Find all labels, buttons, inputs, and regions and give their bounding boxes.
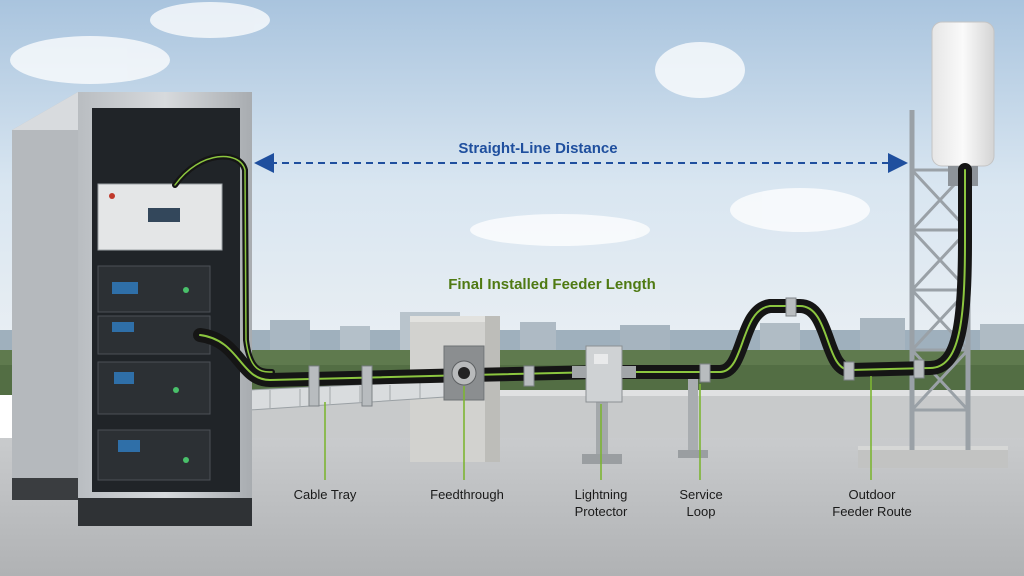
cable-tray-label: Cable Tray [294, 486, 357, 503]
equipment-cabinet [12, 92, 252, 526]
cable-tray-text: Cable Tray [293, 487, 357, 502]
lightning-protector-line2: Protector [574, 504, 628, 519]
mast-base [858, 446, 1008, 468]
feedthrough-text: Feedthrough [430, 487, 504, 502]
lightning-protector-label: Lightning Protector [575, 486, 628, 520]
feedthrough-label: Feedthrough [430, 486, 504, 503]
straight-line-distance-label: Straight-Line Distance [458, 140, 618, 157]
final-feeder-length-label: Final Installed Feeder Length [448, 276, 656, 293]
lightning-protector-stand [582, 400, 622, 464]
outdoor-feeder-route-line1: Outdoor [848, 487, 896, 502]
service-loop-line1: Service [679, 487, 723, 502]
antenna-icon [931, 21, 995, 186]
lightning-protector-line1: Lightning [574, 487, 628, 502]
service-loop-label: Service Loop [679, 486, 722, 520]
clouds [10, 2, 870, 246]
cable-clamps [308, 297, 925, 407]
service-loop-stand [678, 378, 708, 458]
outdoor-feeder-route-line2: Feeder Route [832, 504, 912, 519]
lightning-protector-icon [572, 345, 636, 403]
feeder-cable [172, 153, 972, 387]
service-loop-line2: Loop [686, 504, 716, 519]
feedthrough-icon [443, 345, 485, 401]
outdoor-feeder-route-label: Outdoor Feeder Route [832, 486, 912, 520]
leader-lines [324, 376, 872, 480]
